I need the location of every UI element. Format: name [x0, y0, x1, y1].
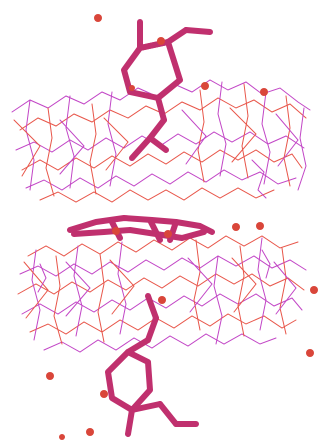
- lower-guest-molecule: [105, 293, 199, 437]
- upper-host-ring: [11, 79, 311, 203]
- central-guest-molecule: [67, 215, 215, 243]
- lower-host-ring: [17, 235, 307, 353]
- water-atoms: [46, 14, 318, 440]
- upper-guest-molecule: [121, 19, 213, 161]
